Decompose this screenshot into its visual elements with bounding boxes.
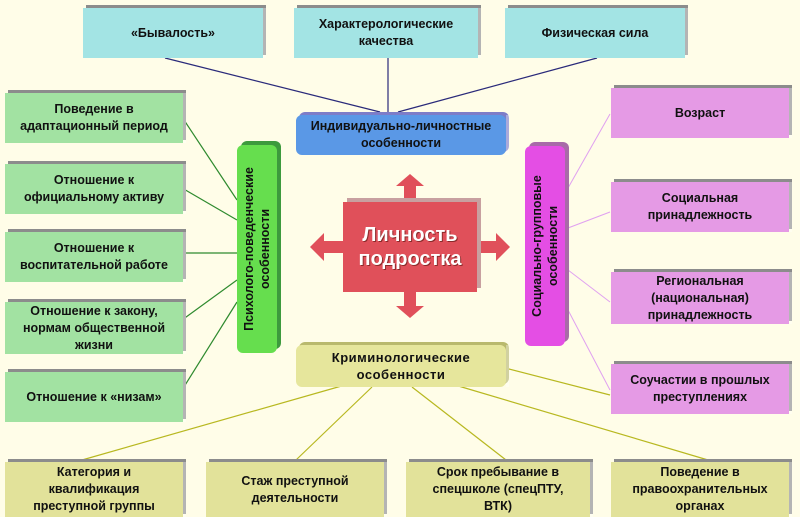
right-item-social-line2: принадлежность: [647, 208, 753, 222]
link-byvalost: [164, 57, 381, 113]
left-item-nizy-label: Отношение к «низам»: [26, 389, 162, 404]
right-item-complicity-line1: Соучастии в прошлых: [630, 373, 770, 387]
bottom-item-category-line2: квалификация: [48, 482, 140, 496]
hub-social: Социально-групповые особенности: [525, 146, 565, 346]
bottom-item-stazh: Стаж преступной деятельности: [206, 462, 387, 517]
right-item-regional-line2: (национальная): [651, 290, 749, 305]
link-physical: [397, 57, 598, 113]
right-item-age-label: Возраст: [674, 105, 726, 120]
left-item-law-line1: Отношение к закону,: [30, 303, 158, 318]
top-item-physical-label: Физическая сила: [541, 25, 649, 40]
left-item-adaptation: Поведение в адаптационный период: [5, 93, 186, 143]
left-item-education: Отношение к воспитательной работе: [5, 232, 186, 282]
hub-psycho-line2: особенности: [258, 208, 272, 290]
bottom-item-category-line3: преступной группы: [33, 499, 155, 513]
link-srok: [411, 386, 507, 461]
hub-criminal-line2: особенности: [356, 367, 446, 382]
right-item-complicity-line2: преступлениях: [652, 390, 748, 404]
arrow-right-icon: [474, 233, 510, 261]
hub-social-label: Социально-групповые особенности: [529, 175, 561, 317]
bottom-item-police: Поведение в правоохранительных органах: [611, 462, 792, 517]
link-complicity: [567, 309, 611, 391]
top-item-physical: Физическая сила: [505, 8, 688, 58]
link-regional: [567, 269, 611, 303]
hub-psycho: Психолого-поведенческие особенности: [237, 145, 277, 353]
hub-individual-line2: особенности: [360, 136, 442, 150]
hub-social-line1: Социально-групповые: [530, 175, 544, 317]
left-item-law-line3: жизни: [75, 337, 113, 352]
right-item-regional-line3: принадлежность: [647, 307, 753, 322]
left-item-education-line1: Отношение к: [53, 241, 135, 255]
bottom-item-police-line1: Поведение в: [660, 465, 740, 479]
left-item-education-line2: воспитательной работе: [20, 258, 168, 272]
link-law: [181, 279, 238, 321]
right-item-social-line1: Социальная: [661, 191, 739, 205]
bottom-item-srok-line2: спецшколе (спецПТУ,: [432, 482, 564, 496]
top-item-byvalost: «Бывалость»: [83, 8, 266, 58]
hub-psycho-line1: Психолого-поведенческие: [242, 167, 256, 331]
link-social: [567, 211, 611, 229]
center-line2: подростка: [358, 248, 462, 270]
arrow-up-icon: [396, 174, 424, 204]
left-item-law: Отношение к закону, нормам общественной …: [5, 302, 186, 354]
right-item-complicity: Соучастии в прошлых преступлениях: [611, 364, 792, 414]
arrow-left-icon: [310, 233, 346, 261]
left-item-law-line2: нормам общественной: [22, 320, 166, 335]
hub-social-line2: особенности: [546, 205, 560, 287]
link-stazh: [295, 386, 373, 461]
bottom-item-stazh-line1: Стаж преступной: [241, 473, 349, 488]
left-item-adaptation-line1: Поведение в: [54, 102, 134, 116]
left-item-official: Отношение к официальному активу: [5, 164, 186, 214]
bottom-item-category-line1: Категория и: [56, 465, 132, 479]
top-item-character-line1: Характерологические: [318, 17, 454, 31]
center-line1: Личность: [362, 224, 458, 246]
bottom-item-stazh-line2: деятельности: [251, 490, 339, 505]
bottom-item-police-line3: органах: [675, 499, 725, 513]
top-item-character-line2: качества: [358, 34, 414, 48]
bottom-item-srok: Срок пребывание в спецшколе (спецПТУ, ВТ…: [406, 462, 593, 517]
left-item-official-line1: Отношение к: [53, 173, 135, 187]
right-item-regional-line1: Региональная: [656, 273, 744, 288]
center-node: Личность подростка: [343, 202, 477, 292]
hub-psycho-label: Психолого-поведенческие особенности: [241, 167, 273, 331]
link-nizy: [181, 301, 238, 391]
left-item-adaptation-line2: адаптационный период: [20, 119, 168, 133]
hub-criminal: Криминологические особенности: [296, 345, 509, 387]
bottom-item-category: Категория и квалификация преступной груп…: [5, 462, 186, 517]
link-category: [81, 384, 346, 461]
arrow-down-icon: [396, 290, 424, 318]
right-item-age: Возраст: [611, 88, 792, 138]
left-item-official-line2: официальному активу: [23, 190, 165, 204]
bottom-item-srok-line3: ВТК): [484, 499, 512, 513]
left-item-nizy: Отношение к «низам»: [5, 372, 186, 422]
link-official: [181, 187, 238, 221]
hub-individual-line1: Индивидуально-личностные: [310, 119, 492, 133]
right-item-regional: Региональная (национальная) принадлежнос…: [611, 272, 792, 324]
link-age: [567, 113, 611, 189]
hub-individual: Индивидуально-личностные особенности: [296, 115, 509, 155]
link-criminal-complicity: [504, 367, 611, 396]
bottom-item-srok-line1: Срок пребывание в: [436, 465, 560, 479]
top-item-character: Характерологические качества: [294, 8, 481, 58]
bottom-item-police-line2: правоохранительных: [632, 482, 768, 496]
link-adaptation: [181, 116, 238, 201]
link-behavior-police: [454, 384, 709, 461]
hub-criminal-line1: Криминологические: [331, 350, 471, 365]
right-item-social: Социальная принадлежность: [611, 182, 792, 232]
top-item-byvalost-label: «Бывалость»: [130, 25, 216, 40]
